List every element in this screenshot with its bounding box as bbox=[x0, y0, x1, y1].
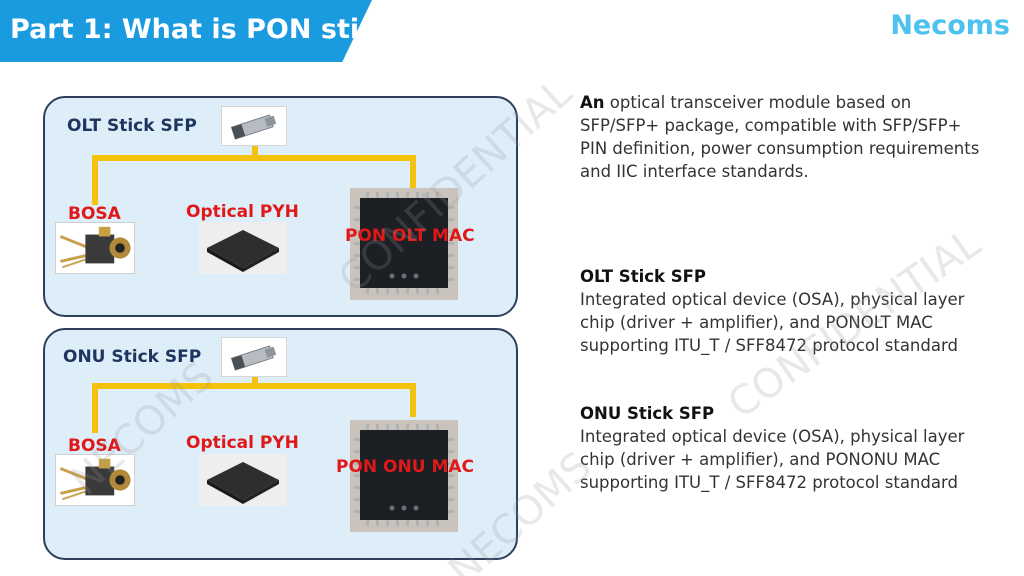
olt-description-text: Integrated optical device (OSA), physica… bbox=[580, 290, 965, 355]
intro-paragraph: An optical transceiver module based on S… bbox=[580, 91, 980, 183]
onu-sfp-module-image bbox=[221, 337, 287, 377]
onu-panel-title: ONU Stick SFP bbox=[63, 347, 202, 367]
brand-logo: Necoms bbox=[890, 10, 1010, 41]
olt-connector-bar bbox=[92, 155, 416, 161]
olt-pon-mac-label: PON OLT MAC bbox=[345, 226, 475, 246]
olt-optical-phy-image bbox=[199, 222, 287, 274]
onu-description-text: Integrated optical device (OSA), physica… bbox=[580, 427, 965, 492]
olt-connector-right bbox=[410, 155, 416, 189]
intro-text: optical transceiver module based on SFP/… bbox=[580, 93, 980, 181]
onu-bosa-image bbox=[55, 454, 135, 506]
onu-pon-mac-chip-image bbox=[350, 420, 458, 532]
olt-optical-phy-label: Optical PYH bbox=[186, 202, 299, 222]
onu-optical-phy-image bbox=[199, 454, 287, 506]
onu-pon-mac-label: PON ONU MAC bbox=[336, 457, 475, 477]
olt-description-heading: OLT Stick SFP bbox=[580, 267, 706, 286]
olt-bosa-image bbox=[55, 222, 135, 274]
intro-lead-word: An bbox=[580, 93, 605, 112]
olt-connector-left bbox=[92, 155, 98, 205]
olt-panel-title: OLT Stick SFP bbox=[67, 116, 197, 136]
title-banner bbox=[0, 0, 372, 62]
onu-connector-left bbox=[92, 383, 98, 433]
onu-optical-phy-label: Optical PYH bbox=[186, 433, 299, 453]
onu-connector-bar bbox=[92, 383, 416, 389]
onu-connector-right bbox=[410, 383, 416, 417]
onu-bosa-label: BOSA bbox=[68, 436, 121, 456]
onu-description-heading: ONU Stick SFP bbox=[580, 404, 715, 423]
olt-bosa-label: BOSA bbox=[68, 204, 121, 224]
page-title: Part 1: What is PON stick bbox=[10, 14, 394, 45]
olt-pon-mac-chip-image bbox=[350, 188, 458, 300]
olt-sfp-module-image bbox=[221, 106, 287, 146]
onu-connector-stem bbox=[252, 368, 258, 386]
olt-connector-stem bbox=[252, 140, 258, 158]
